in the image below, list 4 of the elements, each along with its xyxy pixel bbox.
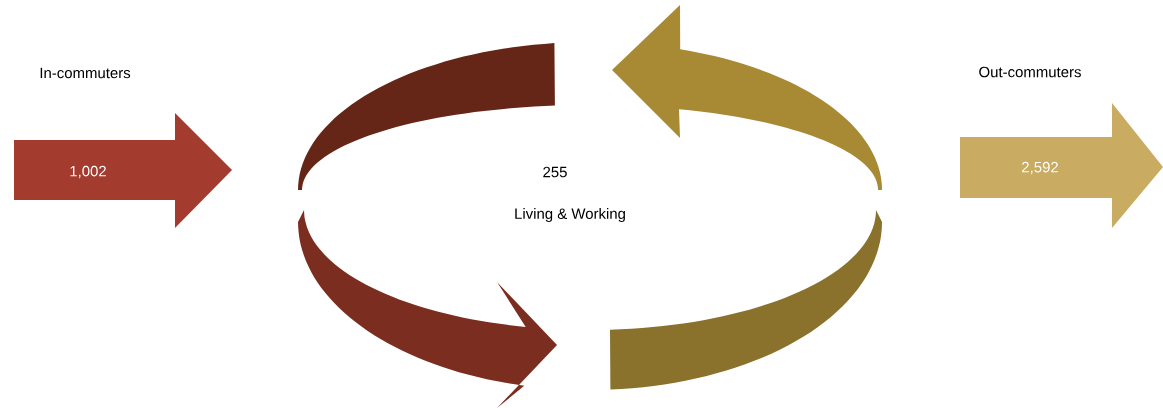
center-label: 255: [543, 166, 567, 178]
heading: In-commuters: [40, 67, 131, 79]
center-label: Living & Working: [515, 208, 625, 222]
heading: Out-commuters: [979, 66, 1081, 78]
